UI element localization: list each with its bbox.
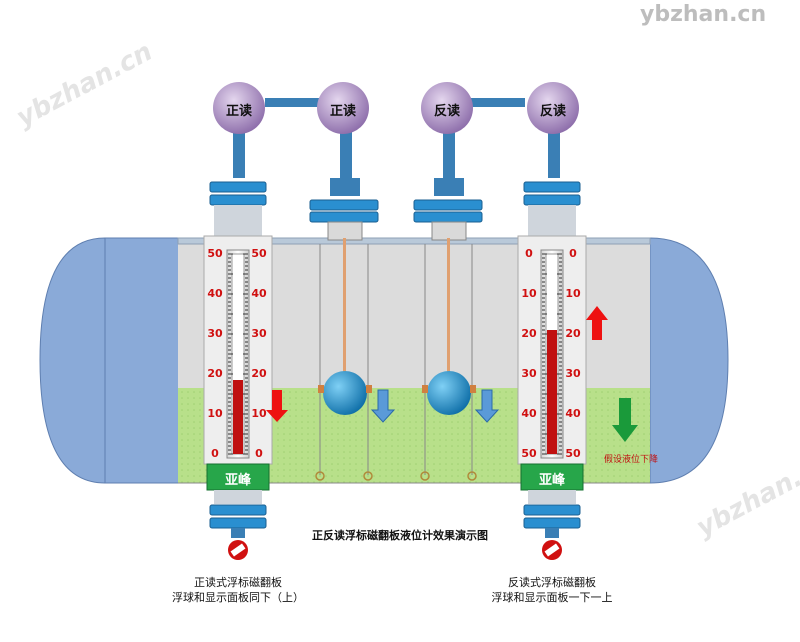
- arrow-down-icon: [474, 389, 500, 423]
- scale-label: 30: [251, 327, 267, 340]
- knob-label: 正读: [329, 104, 356, 119]
- knob-label: 正读: [225, 104, 252, 119]
- scale-label: 50: [207, 247, 223, 260]
- left-description-line: 正读式浮标磁翻板: [194, 576, 282, 589]
- arrow-down-icon: [612, 398, 638, 442]
- left-level-column: [233, 380, 243, 454]
- scale-label: 50: [521, 447, 537, 460]
- scale-label: 30: [565, 367, 581, 380]
- scale-label: 40: [251, 287, 267, 300]
- watermark: ybzhan.cn: [640, 2, 767, 27]
- scale-label: 40: [207, 287, 223, 300]
- right-description-line: 浮球和显示面板一下一上: [491, 591, 613, 604]
- scale-label: 20: [251, 367, 267, 380]
- scale-label: 20: [565, 327, 581, 340]
- knob-label: 反读: [539, 104, 566, 119]
- brand-plate: 亚峰: [224, 473, 251, 488]
- arrow-up-icon: [586, 306, 608, 340]
- arrow-down-icon: [266, 390, 288, 422]
- scale-label: 10: [521, 287, 537, 300]
- diagram-caption: 正反读浮标磁翻板液位计效果演示图: [312, 529, 488, 542]
- float-guides: [319, 244, 473, 475]
- brand-plate: 亚峰: [538, 473, 565, 488]
- scale-label: 50: [565, 447, 581, 460]
- scale-label: 40: [565, 407, 581, 420]
- arrow-down-icon: [370, 389, 396, 423]
- scale-label: 50: [251, 247, 267, 260]
- read-knobs: [213, 82, 579, 134]
- scale-label: 20: [521, 327, 537, 340]
- float-ball-left: [309, 178, 379, 415]
- right-gauge: [517, 181, 587, 538]
- linkage-pipes: [233, 98, 560, 180]
- scale-label: 0: [211, 447, 219, 460]
- right-level-column: [547, 330, 557, 454]
- scale-label: 10: [207, 407, 223, 420]
- float-ball-right: [413, 178, 483, 415]
- left-gauge: [203, 181, 273, 538]
- scale-label: 0: [255, 447, 263, 460]
- scale-label: 0: [525, 247, 533, 260]
- scale-label: 40: [521, 407, 537, 420]
- left-description-line: 浮球和显示面板同下（上）: [172, 591, 304, 604]
- scale-label: 10: [565, 287, 581, 300]
- scale-label: 30: [521, 367, 537, 380]
- scale-label: 0: [569, 247, 577, 260]
- no-entry-icon: [228, 540, 248, 560]
- scale-label: 10: [251, 407, 267, 420]
- scale-label: 30: [207, 327, 223, 340]
- right-description-line: 反读式浮标磁翻板: [508, 576, 596, 589]
- level-note: 假设液位下降: [603, 455, 658, 465]
- knob-label: 反读: [433, 104, 460, 119]
- no-entry-icon: [542, 540, 562, 560]
- scale-label: 20: [207, 367, 223, 380]
- tank: [39, 237, 729, 484]
